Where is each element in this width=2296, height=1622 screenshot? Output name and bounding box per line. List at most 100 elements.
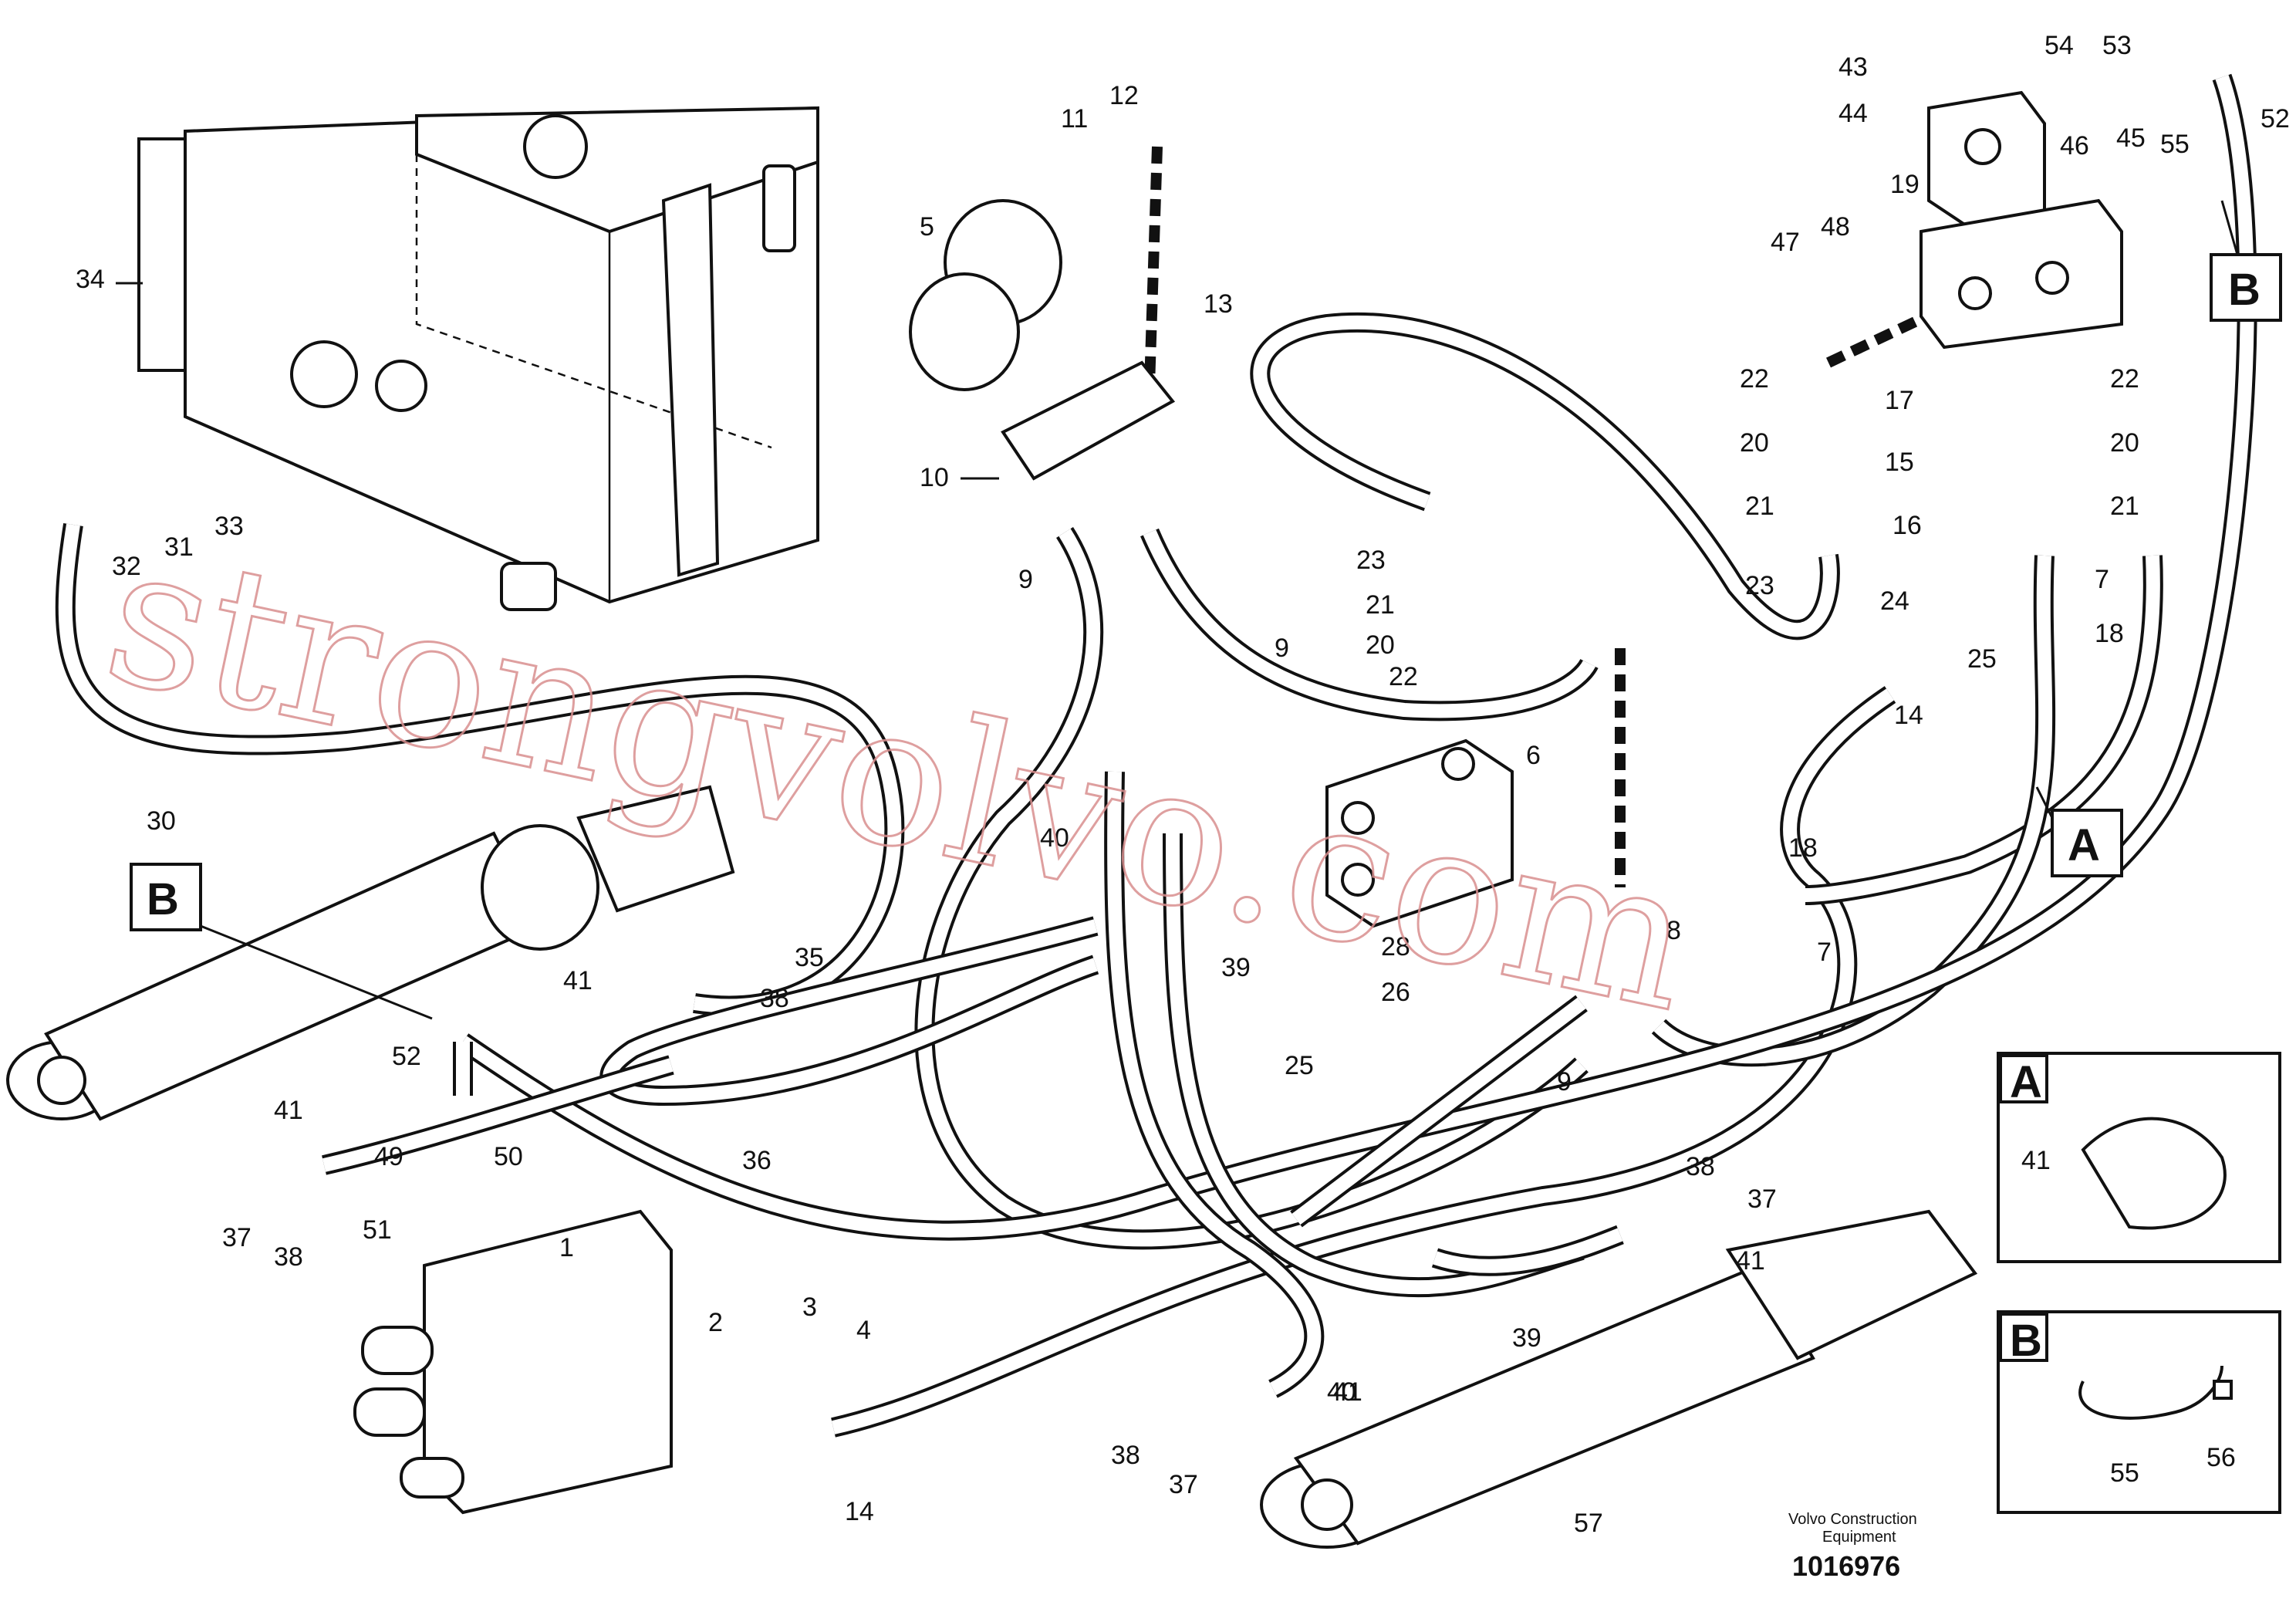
callout-30: 31 bbox=[164, 532, 194, 562]
callout-46: 47 bbox=[1771, 228, 1800, 257]
callout-20c: 20 bbox=[2110, 428, 2139, 458]
callout-41: 41 bbox=[2021, 1146, 2051, 1175]
callout-25: 25 bbox=[1285, 1051, 1314, 1080]
callout-11: 11 bbox=[1061, 104, 1088, 133]
callout-14b: 14 bbox=[845, 1497, 874, 1526]
callout-7: 7 bbox=[1817, 938, 1832, 967]
callout-24: 24 bbox=[1880, 586, 1909, 616]
steering-cylinder-57 bbox=[1260, 1209, 1978, 1549]
callout-12: 12 bbox=[1109, 81, 1139, 110]
callout-36b: 37 bbox=[1169, 1470, 1198, 1499]
callout-37: 38 bbox=[760, 984, 789, 1013]
callout-22b: 22 bbox=[1740, 364, 1769, 394]
control-valve-1 bbox=[353, 1209, 673, 1515]
callout-44: 45 bbox=[2116, 123, 2146, 153]
callout-45: 46 bbox=[2060, 131, 2089, 161]
callout-labels: 34 32 31 33 30 11 12 5 13 10 9 9 23 21 2… bbox=[76, 31, 2290, 1538]
callout-39b: 40 bbox=[1327, 1377, 1356, 1407]
callout-47: 48 bbox=[1821, 212, 1850, 242]
callout-48: 49 bbox=[374, 1142, 403, 1171]
hose-lines bbox=[55, 73, 2257, 1438]
hydraulic-tank bbox=[137, 106, 819, 611]
brand-line-2: Equipment bbox=[1822, 1529, 1896, 1546]
callout-55: 55 bbox=[2110, 1458, 2139, 1488]
callout-40c: 41 bbox=[1333, 1377, 1362, 1407]
callout-39: 40 bbox=[1040, 823, 1069, 853]
callout-51b: 52 bbox=[392, 1042, 421, 1071]
callout-26: 26 bbox=[1381, 978, 1410, 1007]
callout-40b: 41 bbox=[274, 1096, 303, 1125]
svg-text:B: B bbox=[2228, 265, 2261, 315]
callout-22c: 22 bbox=[2110, 364, 2139, 394]
callout-37b: 38 bbox=[274, 1242, 303, 1272]
accumulators bbox=[909, 199, 1176, 481]
callout-13: 13 bbox=[1204, 289, 1233, 319]
marker-a: A bbox=[2035, 786, 2123, 877]
callout-5: 5 bbox=[920, 212, 934, 242]
callout-2: 2 bbox=[708, 1308, 723, 1337]
callout-54: 55 bbox=[2160, 130, 2190, 159]
callout-43: 44 bbox=[1838, 99, 1868, 128]
callout-4: 4 bbox=[856, 1316, 871, 1345]
callout-37c: 38 bbox=[1111, 1441, 1140, 1470]
callout-29: 30 bbox=[147, 806, 176, 836]
callout-9b: 9 bbox=[1275, 634, 1289, 663]
brand-line-1: Volvo Construction bbox=[1788, 1511, 1917, 1528]
callout-3: 3 bbox=[802, 1293, 817, 1322]
callout-21c: 21 bbox=[2110, 492, 2139, 521]
detail-a-title: A bbox=[2010, 1057, 2042, 1107]
steering-cylinder-upper bbox=[6, 785, 735, 1121]
marker-b-left: B bbox=[130, 863, 433, 1020]
svg-text:A: A bbox=[2068, 820, 2100, 870]
detail-box-b: B 55 56 bbox=[1997, 1310, 2281, 1514]
callout-36: 37 bbox=[222, 1223, 252, 1252]
callout-40: 41 bbox=[563, 966, 593, 995]
callout-52: 53 bbox=[2102, 31, 2132, 60]
callout-9c: 9 bbox=[1557, 1067, 1572, 1097]
callout-8: 8 bbox=[1666, 916, 1681, 945]
callout-22: 22 bbox=[1389, 662, 1418, 691]
callout-50: 51 bbox=[363, 1215, 392, 1245]
callout-32: 33 bbox=[214, 512, 244, 541]
callout-36c: 37 bbox=[1747, 1184, 1777, 1214]
callout-14: 14 bbox=[1894, 701, 1923, 730]
callout-7b: 7 bbox=[2095, 565, 2109, 594]
callout-56: 56 bbox=[2207, 1443, 2236, 1472]
callout-20b: 20 bbox=[1740, 428, 1769, 458]
callout-1: 1 bbox=[559, 1233, 574, 1262]
callout-40d: 41 bbox=[1736, 1246, 1765, 1276]
callout-49: 50 bbox=[494, 1142, 523, 1171]
svg-text:B: B bbox=[147, 874, 179, 924]
valve-block-6 bbox=[1325, 738, 1514, 928]
footer-block: Volvo Construction Equipment 1016976 bbox=[1788, 1511, 1917, 1582]
callout-34: 35 bbox=[795, 943, 824, 972]
priority-valve-19 bbox=[1920, 90, 2123, 350]
callout-38b: 39 bbox=[1512, 1323, 1541, 1353]
callout-51: 52 bbox=[2261, 104, 2290, 133]
callout-21b: 21 bbox=[1745, 492, 1774, 521]
callout-18: 18 bbox=[1788, 833, 1818, 863]
callout-6: 6 bbox=[1526, 741, 1541, 770]
callout-17: 17 bbox=[1885, 386, 1914, 415]
callout-57: 57 bbox=[1574, 1509, 1603, 1538]
callout-9: 9 bbox=[1018, 565, 1033, 594]
callout-18b: 18 bbox=[2095, 619, 2124, 648]
callout-38: 39 bbox=[1221, 953, 1251, 982]
callout-10: 10 bbox=[920, 463, 949, 492]
callout-35: 36 bbox=[742, 1146, 772, 1175]
callout-53: 54 bbox=[2044, 31, 2074, 60]
callout-20: 20 bbox=[1366, 630, 1395, 660]
callout-15: 15 bbox=[1885, 448, 1914, 477]
callout-23b: 23 bbox=[1745, 571, 1774, 600]
callout-19: 19 bbox=[1890, 170, 1920, 199]
callout-23: 23 bbox=[1356, 546, 1386, 575]
callout-25b: 25 bbox=[1967, 644, 1997, 674]
callout-31: 32 bbox=[112, 552, 141, 581]
callout-16: 16 bbox=[1893, 511, 1922, 540]
detail-b-title: B bbox=[2010, 1316, 2042, 1366]
detail-box-a: A 41 bbox=[1997, 1052, 2281, 1263]
callout-28: 28 bbox=[1381, 932, 1410, 961]
callout-33: 34 bbox=[76, 265, 105, 294]
callout-37d: 38 bbox=[1686, 1152, 1715, 1181]
